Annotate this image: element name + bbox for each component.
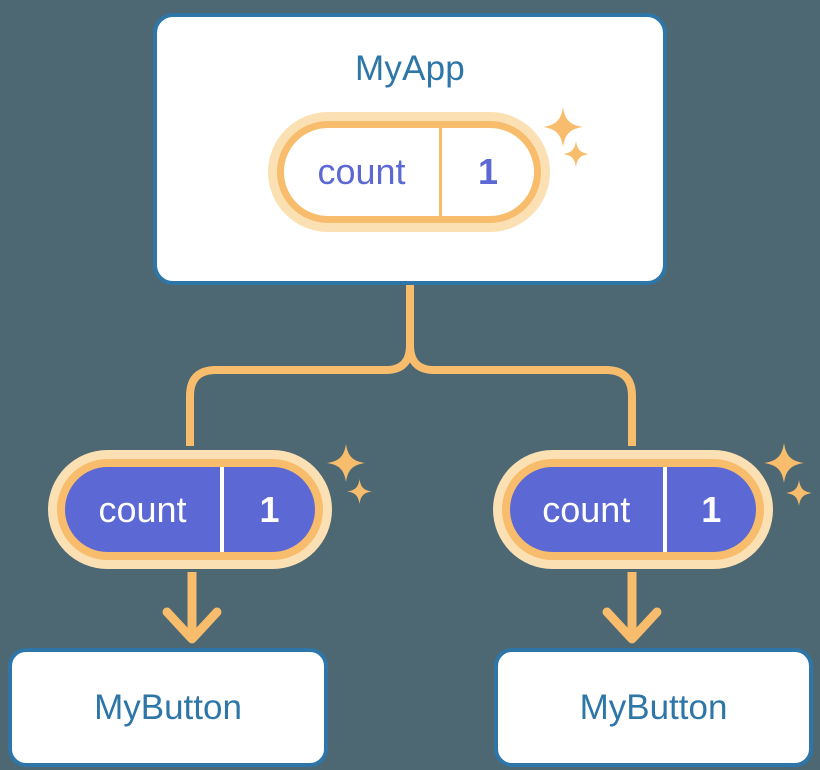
- mybutton-card-right[interactable]: MyButton: [494, 648, 813, 767]
- state-pill-value: 1: [220, 467, 315, 552]
- sparkle-star-large-icon: [762, 441, 806, 485]
- mybutton-card-label: MyButton: [94, 687, 242, 727]
- state-pill-body: count 1: [502, 459, 764, 560]
- state-pill-body: count 1: [277, 121, 541, 223]
- state-pill-key: count: [98, 488, 187, 530]
- arrow-down-icon-left: [162, 572, 222, 644]
- state-pill-key: count: [542, 488, 631, 530]
- state-pill-child-right[interactable]: count 1: [493, 450, 773, 569]
- state-pill-key: count: [317, 151, 406, 192]
- state-pill-value: 1: [439, 128, 534, 216]
- mybutton-card-left[interactable]: MyButton: [8, 648, 328, 767]
- arrow-down-icon-right: [602, 572, 662, 644]
- sparkle-star-large-icon: [325, 442, 367, 484]
- state-pill-value: 1: [662, 467, 756, 552]
- branch-right-line: [406, 344, 636, 446]
- mybutton-card-label: MyButton: [579, 687, 728, 727]
- page-title: MyApp: [355, 49, 465, 88]
- state-pill-child-left[interactable]: count 1: [48, 450, 332, 569]
- state-pill-myapp[interactable]: count 1: [268, 112, 550, 232]
- branch-left-line: [186, 344, 414, 446]
- state-pill-body: count 1: [57, 459, 323, 560]
- sparkle-star-small-icon: [346, 478, 373, 505]
- sparkle-star-small-icon: [785, 479, 813, 507]
